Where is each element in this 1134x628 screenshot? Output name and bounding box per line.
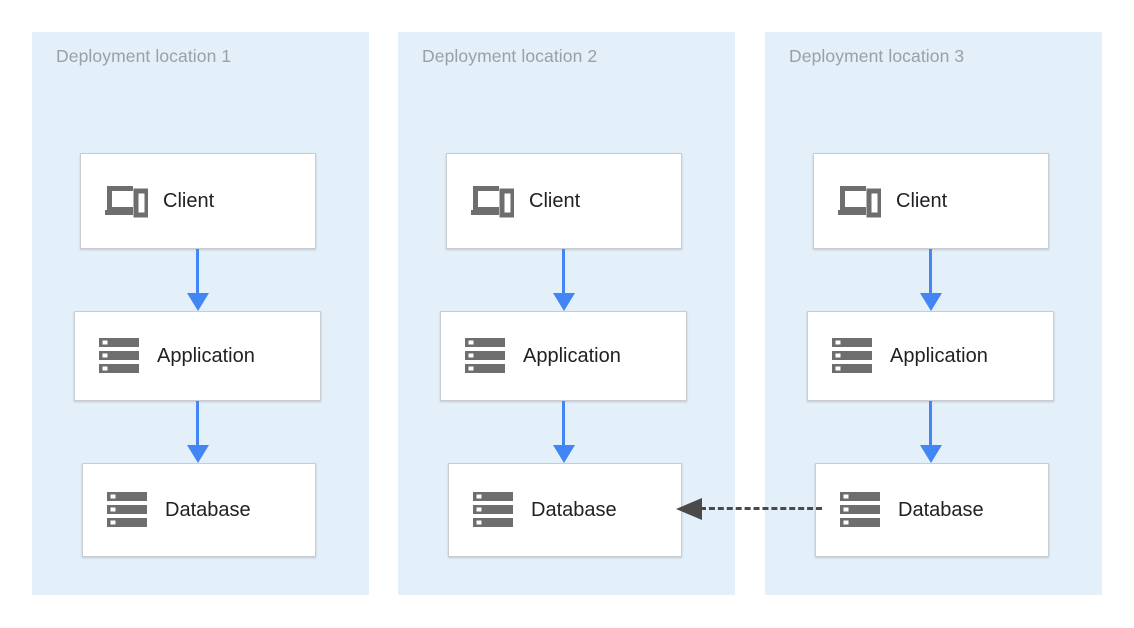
node-label: Client <box>529 189 581 212</box>
connector-arrowhead <box>553 293 575 311</box>
node-application-3[interactable]: Application <box>807 311 1054 401</box>
server-icon <box>105 489 151 531</box>
connector-client-to-application-2 <box>553 249 575 311</box>
deployment-location-panel-2: Deployment location 2 Client <box>398 32 735 595</box>
connector-arrowhead <box>676 498 702 520</box>
deployment-location-panel-1: Deployment location 1 Client <box>32 32 369 595</box>
node-label: Database <box>531 498 617 521</box>
node-database-1[interactable]: Database <box>82 463 316 557</box>
connector-client-to-application-3 <box>920 249 942 311</box>
connector-arrowhead <box>187 293 209 311</box>
connector-database3-to-database2 <box>676 498 822 520</box>
server-icon <box>471 489 517 531</box>
node-label: Application <box>523 344 621 367</box>
connector-arrowhead <box>553 445 575 463</box>
connector-shaft <box>196 249 199 293</box>
connector-dashed-line <box>700 507 822 510</box>
node-label: Application <box>157 344 255 367</box>
connector-shaft <box>929 401 932 445</box>
node-label: Client <box>896 189 948 212</box>
connector-arrowhead <box>920 445 942 463</box>
connector-client-to-application-1 <box>187 249 209 311</box>
connector-shaft <box>562 249 565 293</box>
connector-shaft <box>929 249 932 293</box>
node-label: Database <box>165 498 251 521</box>
devices-icon <box>469 180 515 222</box>
node-label: Client <box>163 189 215 212</box>
connector-application-to-database-1 <box>187 401 209 463</box>
node-client-2[interactable]: Client <box>446 153 682 249</box>
devices-icon <box>836 180 882 222</box>
node-database-2[interactable]: Database <box>448 463 682 557</box>
deployment-location-panel-3: Deployment location 3 Client <box>765 32 1102 595</box>
connector-shaft <box>196 401 199 445</box>
connector-application-to-database-2 <box>553 401 575 463</box>
connector-arrowhead <box>920 293 942 311</box>
server-icon <box>830 335 876 377</box>
server-icon <box>463 335 509 377</box>
connector-application-to-database-3 <box>920 401 942 463</box>
connector-shaft <box>562 401 565 445</box>
node-client-3[interactable]: Client <box>813 153 1049 249</box>
node-application-1[interactable]: Application <box>74 311 321 401</box>
panel-title-1: Deployment location 1 <box>56 46 232 66</box>
server-icon <box>838 489 884 531</box>
node-client-1[interactable]: Client <box>80 153 316 249</box>
node-application-2[interactable]: Application <box>440 311 687 401</box>
panel-title-2: Deployment location 2 <box>422 46 598 66</box>
server-icon <box>97 335 143 377</box>
node-label: Database <box>898 498 984 521</box>
node-label: Application <box>890 344 988 367</box>
connector-arrowhead <box>187 445 209 463</box>
node-database-3[interactable]: Database <box>815 463 1049 557</box>
devices-icon <box>103 180 149 222</box>
panel-title-3: Deployment location 3 <box>789 46 965 66</box>
